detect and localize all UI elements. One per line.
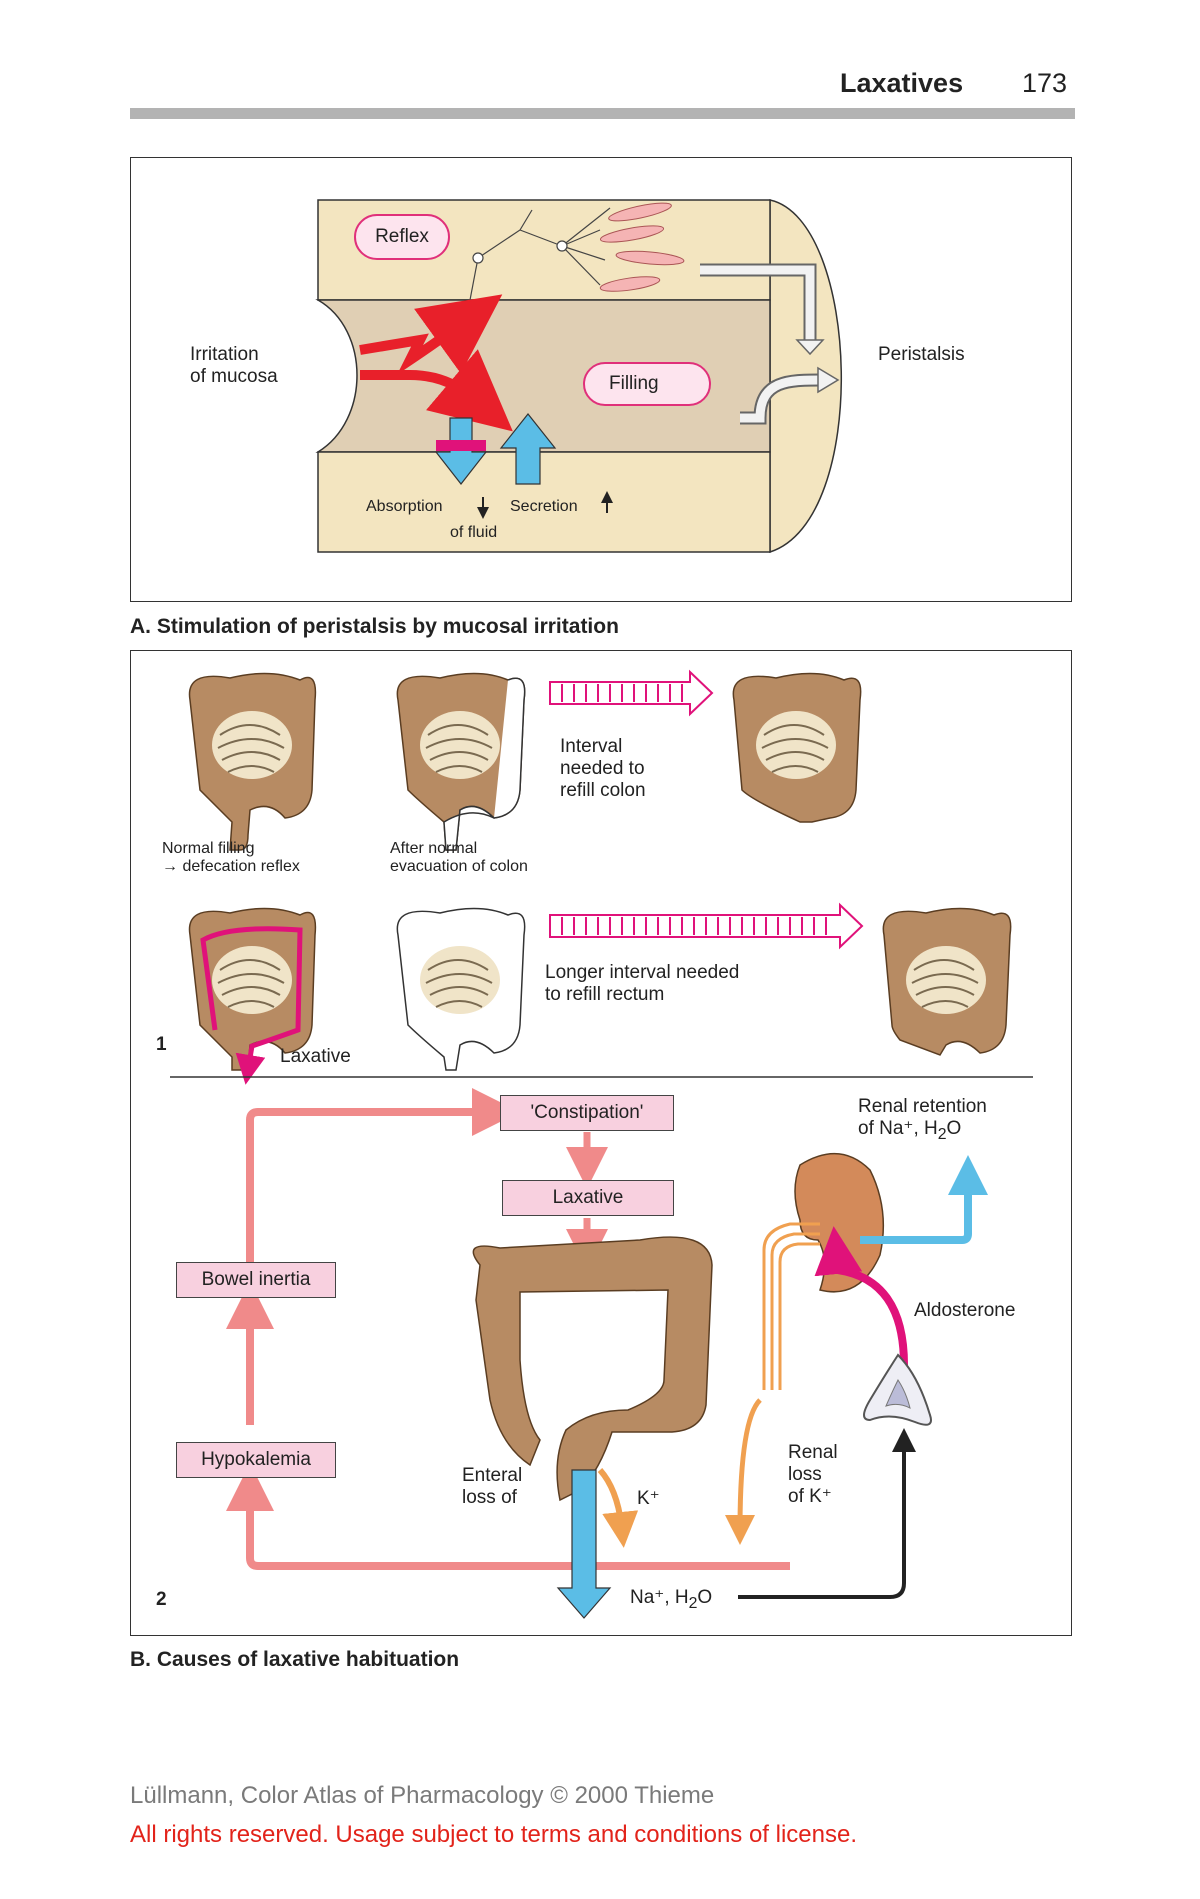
na-h2o-sub: 2 [688,1594,698,1612]
footer-rights: All rights reserved. Usage subject to te… [130,1821,858,1848]
na-h2o-loss-arrow [556,1469,612,1619]
laxative-box: Laxative [502,1180,674,1216]
laxative-label: Laxative [280,1046,351,1067]
cycle-arrow-top [246,1088,520,1268]
footer-copyright: Lüllmann, Color Atlas of Pharmacology © … [130,1782,715,1809]
irritation-arrow-lower [360,349,513,432]
renal-retention-sub: 2 [937,1125,947,1143]
colon-refilled [732,672,862,823]
absorption-block-bar [436,440,486,451]
aldosterone-label: Aldosterone [914,1300,1016,1321]
colon-after-evacuation [396,672,526,851]
cycle-arrow-bottom [226,1463,790,1570]
colon-empty [396,907,526,1071]
interval-needed-label: Interval needed to refill colon [560,736,646,801]
renal-k-loss-arrow [725,1398,762,1545]
aldosterone-arrow [814,1226,908,1366]
renal-retention-line1: Renal retention [858,1096,987,1117]
lower-intestinal-wall [317,451,771,553]
renal-retention-label: Renal retention of Na⁺, H2O [858,1096,987,1146]
nerve-network [469,207,611,301]
renal-tubes [762,1222,820,1390]
irritation-of-mucosa-label: Irritation of mucosa [190,344,278,387]
k-plus-label: K⁺ [637,1488,660,1509]
renal-retention-arrow [860,1155,988,1244]
constipation-box: 'Constipation' [500,1095,674,1131]
colon-laxative [188,907,317,1085]
hypokalemia-box: Hypokalemia [176,1442,336,1478]
colon-refilled-rectum [882,907,1012,1056]
na-h2o-o: O [697,1587,713,1608]
longer-interval-label: Longer interval needed to refill rectum [545,962,740,1005]
irritation-arrow-upper [359,294,503,375]
page-number: 173 [1022,68,1068,98]
colon-normal-filling [188,672,317,851]
normal-filling-label: Normal filling → defecation reflex [162,840,300,875]
interval-arrow-long [549,902,864,950]
of-fluid-label: of fluid [450,524,498,541]
header-rule [130,108,1075,119]
peristalsis-label: Peristalsis [878,344,965,365]
reflex-pill: Reflex [354,214,450,260]
enteral-loss-label: Enteral loss of [462,1465,523,1508]
after-evacuation-label: After normal evacuation of colon [390,840,528,875]
smooth-muscle-cells [599,202,685,292]
na-h2o-to-adrenal-arrow [738,1428,916,1599]
large-colon [472,1236,713,1502]
panel-b-caption: B. Causes of laxative habituation [130,1648,460,1671]
renal-retention-o: O [946,1118,962,1139]
bowel-inertia-box: Bowel inertia [176,1262,336,1298]
interval-arrow-short [549,669,714,717]
na-h2o-text: Na⁺, H [630,1587,689,1608]
part1-number: 1 [156,1034,167,1055]
filling-pill: Filling [583,362,711,406]
na-h2o-label: Na⁺, H2O [630,1587,712,1615]
secretion-label: Secretion [510,498,578,515]
part2-number: 2 [156,1589,167,1610]
page-header-title: Laxatives [840,68,964,98]
panel-a-caption: A. Stimulation of peristalsis by mucosal… [130,615,619,638]
secretion-arrow [499,413,557,485]
renal-loss-label: Renal loss of K⁺ [788,1442,838,1507]
renal-retention-line2: of Na⁺, H [858,1118,938,1139]
k-enteral-loss-arrow [597,1467,639,1548]
absorption-label: Absorption [366,498,443,515]
